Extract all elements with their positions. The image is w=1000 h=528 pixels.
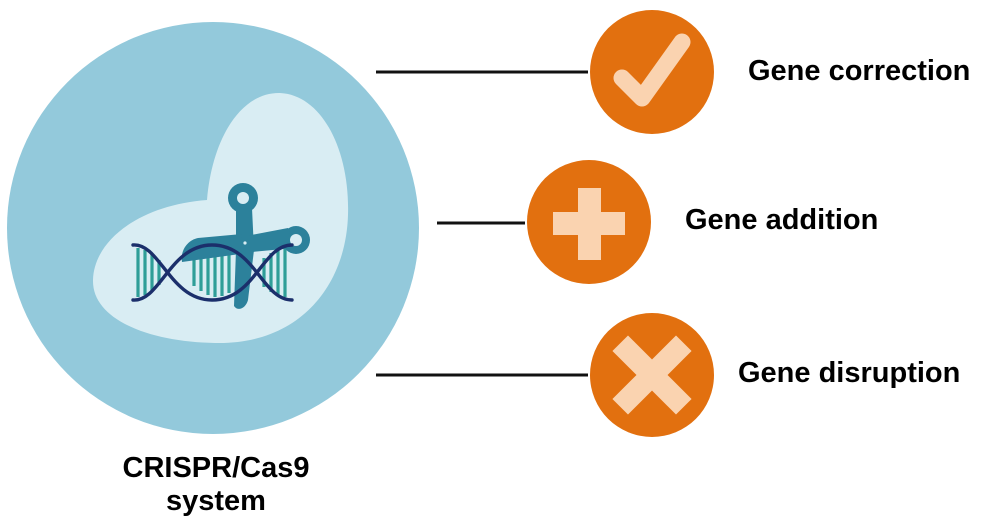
cross-icon bbox=[590, 313, 714, 437]
dna-backbone bbox=[131, 243, 294, 302]
plus-icon bbox=[527, 160, 651, 284]
outcome-label-correction: Gene correction bbox=[748, 55, 971, 87]
checkmark-icon bbox=[590, 10, 714, 134]
outcome-label-addition: Gene addition bbox=[685, 204, 879, 236]
system-label-line2: system bbox=[166, 485, 266, 517]
system-label-line1: CRISPR/Cas9 bbox=[122, 452, 310, 484]
system-label: CRISPR/Cas9 system bbox=[86, 452, 346, 518]
outcome-label-disruption: Gene disruption bbox=[738, 357, 961, 389]
